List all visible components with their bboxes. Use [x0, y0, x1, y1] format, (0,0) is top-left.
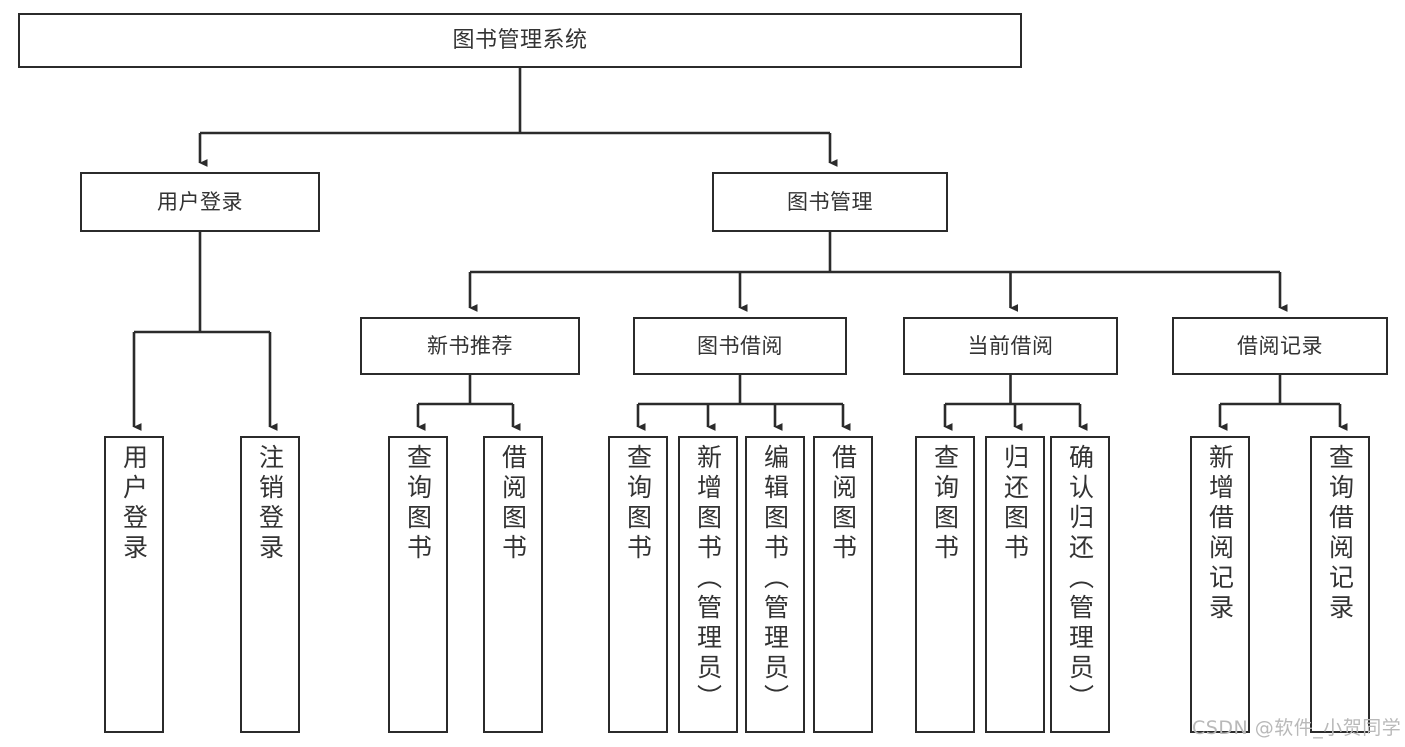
- node-label: 新增借阅记录: [1205, 444, 1235, 624]
- node-leaf-return-book[interactable]: 归还图书: [985, 436, 1045, 733]
- node-label: 图书管理: [787, 189, 873, 214]
- node-label: 查询借阅记录: [1325, 444, 1355, 624]
- node-leaf-borrow-book-1[interactable]: 借阅图书: [483, 436, 543, 733]
- node-leaf-edit-book[interactable]: 编辑图书（管理员）: [745, 436, 805, 733]
- node-label: 编辑图书（管理员）: [760, 444, 790, 714]
- node-label: 查询图书: [623, 444, 653, 564]
- node-leaf-add-book[interactable]: 新增图书（管理员）: [678, 436, 738, 733]
- node-label: 借阅图书: [498, 444, 528, 564]
- node-new-book-recommend[interactable]: 新书推荐: [360, 317, 580, 375]
- node-label: 图书管理系统: [452, 27, 588, 53]
- node-leaf-query-book-1[interactable]: 查询图书: [388, 436, 448, 733]
- node-root[interactable]: 图书管理系统: [18, 13, 1022, 68]
- node-leaf-confirm-return[interactable]: 确认归还（管理员）: [1050, 436, 1110, 733]
- node-label: 新书推荐: [427, 333, 513, 358]
- node-leaf-query-book-2[interactable]: 查询图书: [608, 436, 668, 733]
- csdn-watermark: CSDN @软件_小贺同学: [1192, 717, 1402, 739]
- node-label: 用户登录: [119, 444, 149, 564]
- node-leaf-borrow-book-2[interactable]: 借阅图书: [813, 436, 873, 733]
- node-leaf-query-book-3[interactable]: 查询图书: [915, 436, 975, 733]
- node-borrow-record[interactable]: 借阅记录: [1172, 317, 1388, 375]
- node-label: 注销登录: [255, 444, 285, 564]
- node-label: 新增图书（管理员）: [693, 444, 723, 714]
- node-leaf-query-record[interactable]: 查询借阅记录: [1310, 436, 1370, 733]
- node-label: 查询图书: [930, 444, 960, 564]
- node-label: 借阅图书: [828, 444, 858, 564]
- node-book-manage[interactable]: 图书管理: [712, 172, 948, 232]
- node-label: 用户登录: [157, 189, 243, 214]
- node-label: 当前借阅: [967, 333, 1054, 358]
- node-user-login[interactable]: 用户登录: [80, 172, 320, 232]
- node-current-borrow[interactable]: 当前借阅: [903, 317, 1118, 375]
- node-label: 确认归还（管理员）: [1065, 444, 1095, 714]
- node-leaf-add-record[interactable]: 新增借阅记录: [1190, 436, 1250, 733]
- node-label: 图书借阅: [697, 333, 783, 358]
- node-leaf-user-login[interactable]: 用户登录: [104, 436, 164, 733]
- node-book-borrow[interactable]: 图书借阅: [633, 317, 847, 375]
- node-label: 归还图书: [1000, 444, 1030, 564]
- node-label: 借阅记录: [1237, 333, 1323, 358]
- node-label: 查询图书: [403, 444, 433, 564]
- node-leaf-logout[interactable]: 注销登录: [240, 436, 300, 733]
